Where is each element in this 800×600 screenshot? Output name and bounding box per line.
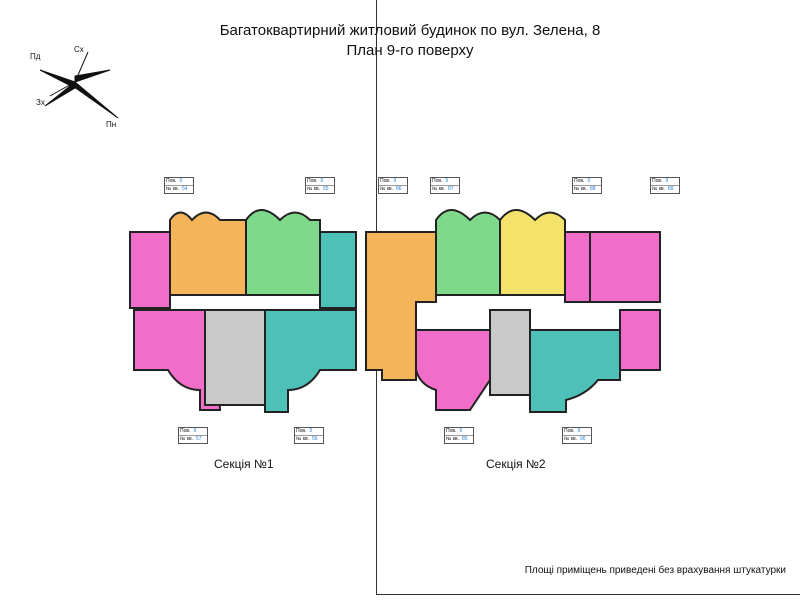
compass-west-label: Зх [36,98,45,107]
apartment-56 [264,309,357,413]
apartment-55-living-room [319,231,357,309]
apartment-88 [499,209,566,296]
stairwell-1 [204,309,266,406]
compass-north-label: Пн [106,120,117,129]
compass-east-label: Сх [74,45,84,54]
apartment-55 [245,209,321,296]
section-1-label: Секція №1 [214,457,274,471]
floor-plan [129,209,661,413]
apartment-85 [415,329,491,411]
stairwell-2 [489,309,531,396]
plan-subtitle: План 9-го поверху [346,42,474,59]
apartment-89 [589,231,661,303]
plaster-note: Площі приміщень приведені без врахування… [524,565,786,576]
apartment-89-kitchen [619,309,661,371]
apartment-54 [169,211,247,296]
section-2-label: Секція №2 [486,457,546,471]
compass-rose: Пд Сх Зх Пн [30,40,140,140]
apartment-89-hall [564,231,591,303]
plan-title: Багатоквартирний житловий будинок по вул… [219,22,601,39]
compass-south-label: Пд [30,52,41,61]
compass-icon [39,51,119,119]
apartment-87 [435,209,501,296]
apartment-54-living-room [129,231,171,309]
apartment-90 [529,329,621,413]
